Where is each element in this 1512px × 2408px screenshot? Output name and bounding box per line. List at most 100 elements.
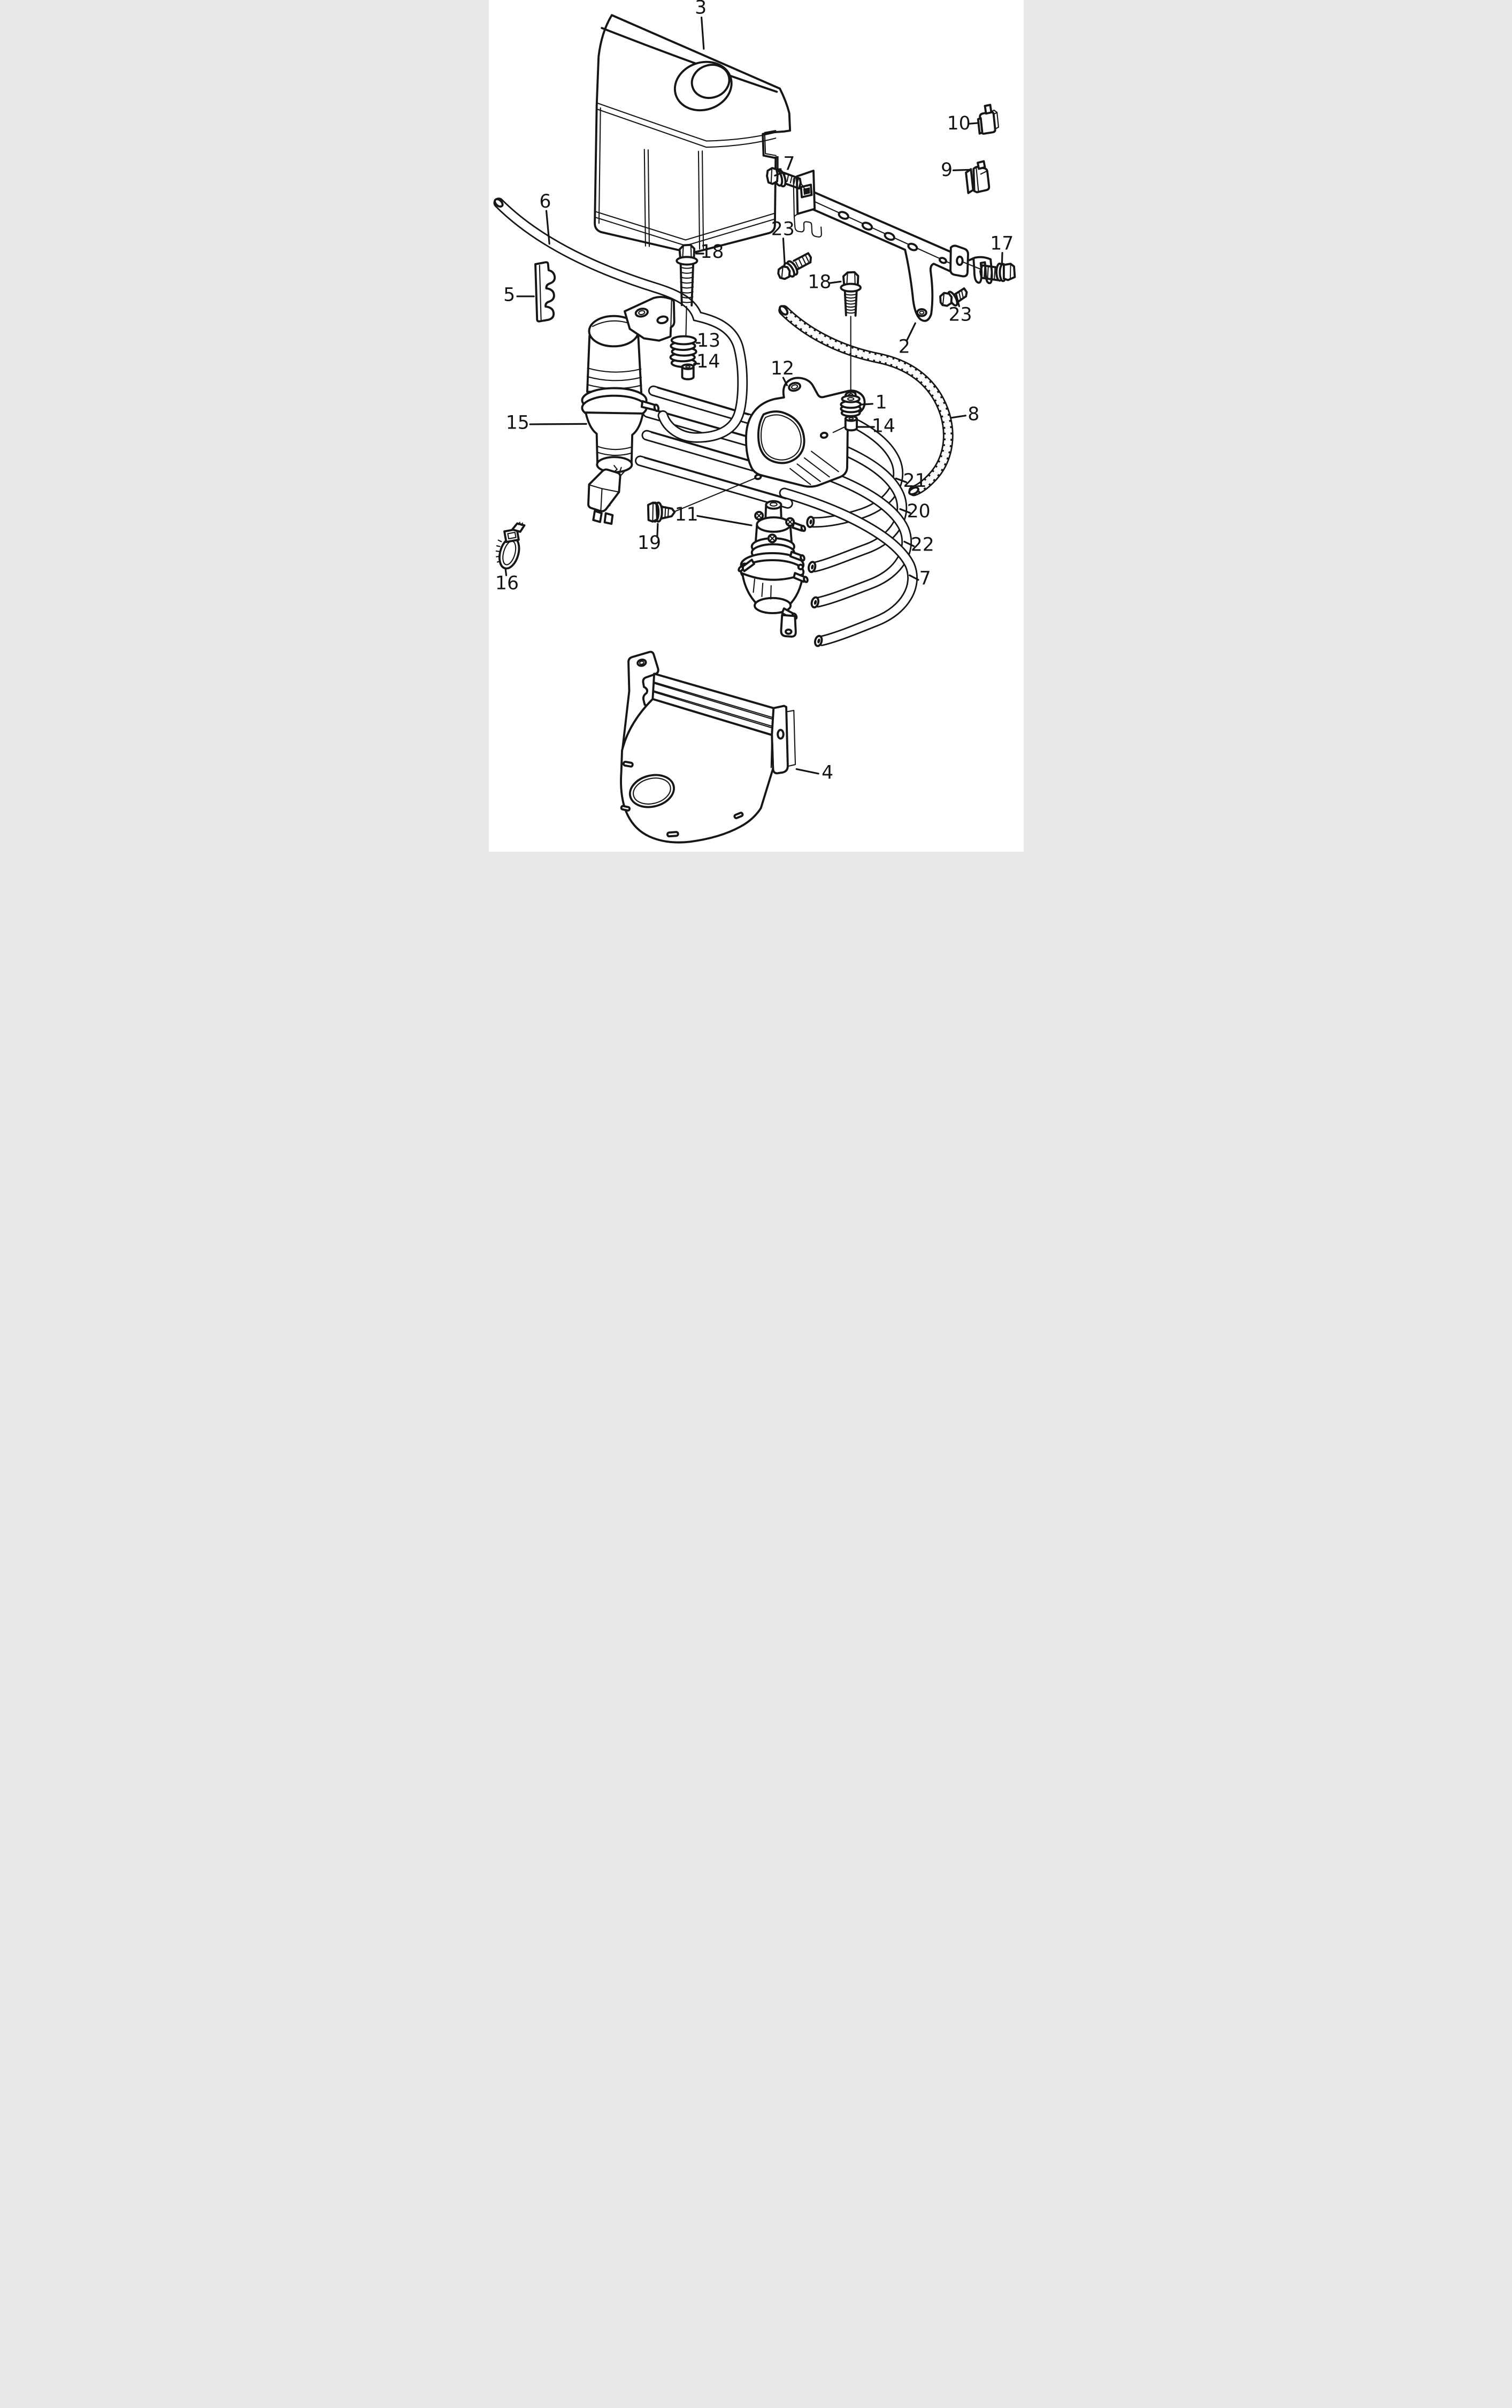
bracket-4-floor (619, 698, 774, 844)
callout-leader-line (895, 477, 907, 483)
callout-6-hose: 6 (539, 191, 551, 245)
callout-layer: 3651813141516191112172318114223171098212… (495, 0, 1013, 783)
part-number-label: 7 (919, 568, 931, 589)
bracket-2-bar (810, 190, 952, 322)
part-number-label: 17 (771, 154, 795, 175)
hose-22 (776, 455, 912, 609)
part-number-label: 2 (898, 336, 910, 357)
callout-leader-line (504, 568, 507, 576)
part-number-label: 14 (871, 415, 895, 437)
part-number-label: 18 (808, 271, 831, 293)
callout-11-control-valve: 11 (674, 504, 753, 526)
callout-leader-line (908, 574, 919, 581)
part-12-bracket (745, 377, 865, 488)
callout-12-bracket: 12 (770, 358, 794, 386)
part-number-label: 10 (947, 113, 970, 134)
part-6-hose (493, 197, 748, 443)
callout-leader-line (955, 294, 960, 307)
part-number-label: 3 (695, 0, 707, 19)
callout-leader-line (968, 122, 979, 125)
part-19-bolt (647, 478, 755, 523)
callout-16-band-clamp: 16 (495, 568, 519, 594)
part-number-label: 21 (903, 470, 926, 492)
callout-8-flex-conduit: 8 (949, 403, 979, 425)
part-14b-spacer (844, 415, 858, 432)
part-number-label: 18 (700, 241, 724, 263)
bracket-4-right-tab (770, 705, 789, 775)
part-number-label: 14 (696, 351, 720, 372)
part-16-band-clamp (495, 522, 525, 570)
callout-leader-line (782, 238, 786, 266)
part-17b-bolt (961, 261, 1016, 282)
part-number-label: 20 (907, 501, 930, 522)
callout-leader-line (700, 16, 704, 50)
callout-leader-line (696, 515, 753, 526)
part-9-connector-clip (964, 160, 990, 194)
callout-23-bolt: 23 (948, 294, 972, 326)
part-number-label: 19 (637, 532, 661, 554)
callout-17-bolt-washer: 17 (771, 154, 795, 177)
callout-5-wire-clip: 5 (503, 285, 535, 306)
part-number-label: 6 (539, 191, 551, 212)
callout-leader-line (773, 172, 782, 177)
hose-6-open-end (493, 198, 504, 208)
part-number-label: 12 (770, 358, 794, 379)
part-number-label: 5 (503, 285, 515, 306)
callout-1-grommet: 1 (859, 392, 887, 413)
part-10-connector-clip (977, 104, 999, 135)
callout-23-bolt: 23 (771, 218, 794, 266)
callout-4-mount-bracket: 4 (795, 762, 833, 783)
callout-15-air-pump: 15 (505, 412, 587, 433)
callout-7-hose: 7 (908, 568, 931, 589)
part-number-label: 1 (875, 392, 887, 413)
part-number-label: 13 (696, 330, 720, 351)
exploded-diagram-canvas: 3651813141516191112172318114223171098212… (488, 0, 1024, 852)
part-4-mount-bracket (619, 651, 796, 844)
connector-terminals (592, 510, 613, 525)
part-5-wire-clip (534, 261, 556, 323)
part-number-label: 23 (771, 218, 794, 240)
callout-leader-line (903, 540, 915, 547)
part-number-label: 23 (948, 304, 972, 326)
part-number-label: 16 (495, 573, 518, 594)
callout-22-hose: 22 (903, 534, 934, 555)
part-number-label: 11 (674, 504, 698, 525)
callout-leader-line (828, 280, 842, 284)
callout-21-hose: 21 (895, 470, 926, 492)
callout-18-bolt: 18 (808, 271, 842, 293)
part-number-label: 4 (822, 762, 833, 783)
part-18b-bolt (839, 271, 862, 424)
part-number-label: 15 (505, 412, 529, 433)
callout-13-spring: 13 (695, 330, 720, 351)
callout-leader-line (782, 377, 788, 386)
hose-d (634, 455, 793, 509)
part-17a-bolt (765, 167, 806, 190)
callout-19-bolt: 19 (637, 523, 661, 554)
callout-14-spacer: 14 (856, 415, 895, 437)
cover-boss-inner (690, 64, 730, 99)
callout-leader-line (949, 415, 966, 419)
callout-17-bolt-washer: 17 (990, 233, 1014, 266)
callout-leader-line (899, 508, 911, 514)
part-1-grommet (839, 394, 862, 417)
callout-leader-line (905, 322, 916, 341)
part-15-air-pump (580, 296, 676, 525)
part-13-spring (669, 335, 697, 368)
callout-20-hose: 20 (899, 501, 930, 522)
part-23b-bolt (939, 287, 968, 307)
part-number-label: 22 (910, 534, 934, 555)
callout-2-stay-bracket: 2 (898, 322, 916, 357)
callout-14-spacer: 14 (693, 351, 720, 372)
callout-9-connector-clip: 9 (940, 159, 971, 181)
part-8-flex-conduit (778, 305, 954, 496)
callout-3-cover: 3 (695, 0, 707, 50)
callout-10-connector-clip: 10 (947, 113, 979, 134)
part-14a-spacer (681, 363, 695, 380)
part-number-label: 9 (940, 159, 952, 181)
callout-leader-line (795, 768, 819, 775)
callout-leader-line (545, 210, 550, 245)
part-number-label: 8 (968, 403, 979, 425)
part-number-label: 17 (990, 233, 1014, 254)
hose-7 (779, 487, 918, 647)
callout-18-bolt: 18 (695, 241, 724, 263)
